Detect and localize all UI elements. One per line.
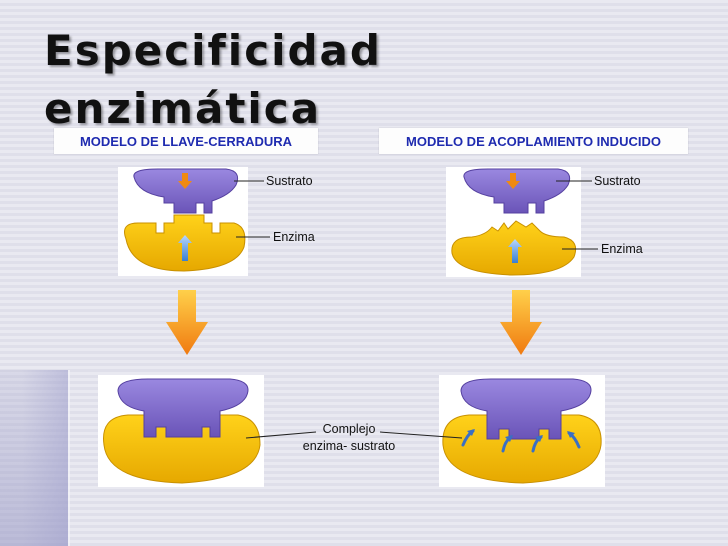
background-divider bbox=[68, 370, 70, 546]
down-arrow-icon bbox=[178, 173, 192, 189]
induced-fit-arrowheads-icon bbox=[467, 429, 575, 442]
page-title: Especificidad enzimática bbox=[44, 22, 382, 138]
background-decoration-shade bbox=[22, 370, 68, 546]
enzyme-shape bbox=[103, 414, 261, 484]
induced-fit-model-header: MODELO DE ACOPLAMIENTO INDUCIDO bbox=[379, 128, 688, 154]
lock-key-separate-panel bbox=[118, 167, 248, 276]
enzyme-shape bbox=[442, 414, 602, 484]
up-arrow-icon bbox=[508, 239, 522, 263]
right-enzyme-label: Enzima bbox=[601, 242, 643, 256]
complex-leader-line-left bbox=[245, 431, 317, 439]
lock-key-model-header: MODELO DE LLAVE-CERRADURA bbox=[54, 128, 318, 154]
title-line-1: Especificidad bbox=[44, 26, 382, 75]
induced-fit-complex-illustration bbox=[442, 378, 602, 484]
lock-key-separate-illustration bbox=[124, 168, 246, 272]
induced-fit-separate-illustration bbox=[451, 168, 577, 276]
left-enzyme-label: Enzima bbox=[273, 230, 315, 244]
lock-key-complex-illustration bbox=[103, 378, 261, 484]
lock-key-complex-panel bbox=[98, 375, 264, 487]
background-decoration bbox=[0, 370, 68, 546]
substrate-shape bbox=[460, 378, 592, 440]
induced-fit-complex-panel bbox=[439, 375, 605, 487]
title-line-2: enzimática bbox=[44, 84, 322, 133]
down-arrow-left-icon bbox=[166, 290, 208, 355]
left-substrate-label: Sustrato bbox=[266, 174, 313, 188]
complex-label-line-1: Complejo bbox=[322, 422, 376, 436]
complex-leader-line-right bbox=[379, 431, 463, 439]
up-arrow-icon bbox=[178, 235, 192, 261]
complex-label: Complejo enzima- sustrato bbox=[292, 421, 406, 455]
substrate-shape bbox=[117, 378, 249, 438]
substrate-shape bbox=[463, 168, 571, 214]
down-arrow-right-icon bbox=[500, 290, 542, 355]
induced-fit-separate-panel bbox=[446, 167, 581, 277]
substrate-shape bbox=[133, 168, 239, 214]
complex-label-line-2: enzima- sustrato bbox=[302, 439, 396, 453]
right-substrate-label: Sustrato bbox=[594, 174, 641, 188]
down-arrow-icon bbox=[506, 173, 520, 189]
